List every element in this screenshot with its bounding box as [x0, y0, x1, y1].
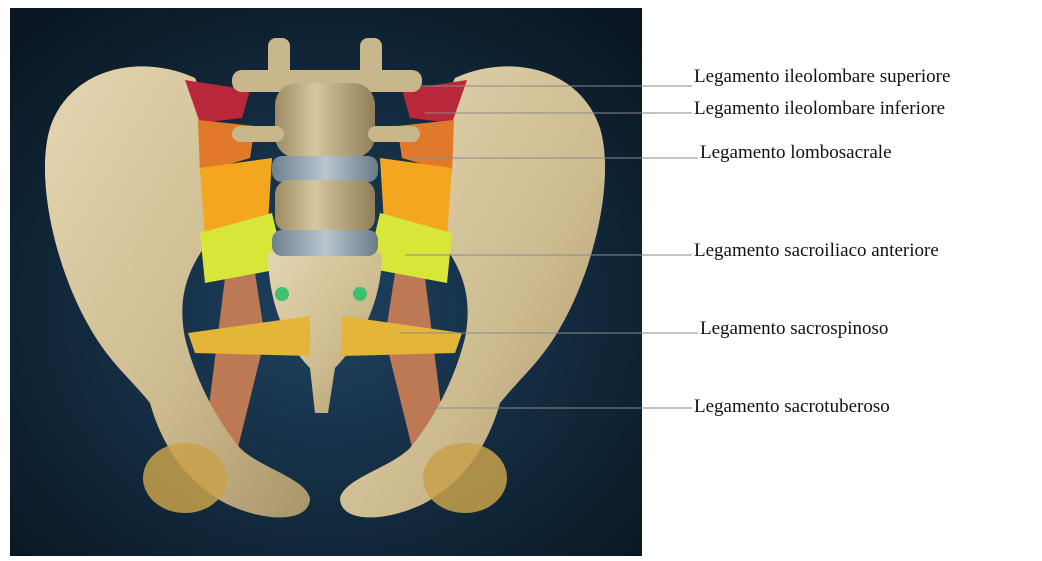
sacral-foramen-right: [353, 287, 367, 301]
label-sacrotuberous: Legamento sacrotuberoso: [694, 396, 890, 418]
ischial-tuberosity-left: [143, 443, 227, 513]
label-iliolumbar-inferior: Legamento ileolombare inferiore: [694, 98, 945, 120]
pelvis-anatomy-illustration: [10, 8, 642, 556]
sacral-foramen-left: [275, 287, 289, 301]
label-sacrospinous: Legamento sacrospinoso: [700, 318, 888, 340]
label-anterior-sacroiliac: Legamento sacroiliaco anteriore: [694, 240, 939, 262]
ischial-tuberosity-right: [423, 443, 507, 513]
label-lumbosacral: Legamento lombosacrale: [700, 142, 892, 164]
label-iliolumbar-superior: Legamento ileolombare superiore: [694, 66, 950, 88]
